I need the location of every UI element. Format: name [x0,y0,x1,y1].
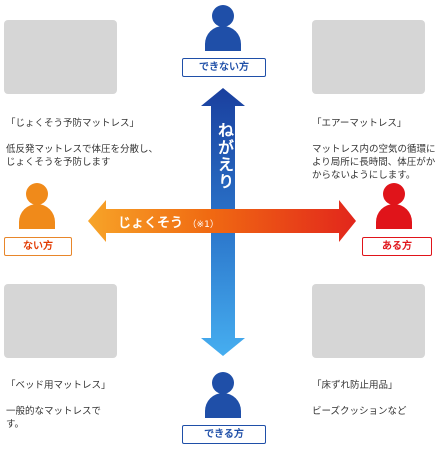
horizontal-axis-label-text: じょくそう [118,216,184,231]
bottom-right-text: ビーズクッションなど [312,406,407,417]
top-right-description: 「エアーマットレス」 マットレス内の空気の循環に より局所に長時間、体圧がか か… [312,104,446,195]
top-right-title: 「エアーマットレス」 [312,118,407,129]
bottom-left-description: 「ベッド用マットレス」 一般的なマットレスで す。 [6,366,166,444]
top-left-description: 「じょくそう予防マットレス」 低反発マットレスで体圧を分散し、 じょくそうを予防… [6,104,184,182]
top-right-text: マットレス内の空気の循環に より局所に長時間、体圧がか からないようにします。 [312,144,436,181]
left-label: ない方 [4,237,72,256]
top-right-image [312,20,425,94]
bottom-person-icon [199,372,247,418]
right-person-icon [370,183,418,229]
bottom-right-title: 「床ずれ防止用品」 [312,380,398,391]
top-left-title: 「じょくそう予防マットレス」 [6,118,140,129]
horizontal-axis-arrow [88,200,356,242]
top-left-image [4,20,117,94]
top-label: できない方 [182,58,266,77]
horizontal-axis-note: （※1） [187,220,219,230]
top-left-text: 低反発マットレスで体圧を分散し、 じょくそうを予防します [6,144,159,168]
left-person-icon [13,183,61,229]
bottom-left-text: 一般的なマットレスで す。 [6,406,102,430]
vertical-axis-label: ねがえり [215,122,234,190]
bottom-right-description: 「床ずれ防止用品」 ビーズクッションなど [312,366,446,431]
top-person-icon [199,5,247,51]
bottom-label: できる方 [182,425,266,444]
bottom-left-image [4,284,117,358]
horizontal-axis-label: じょくそう （※1） [118,212,219,231]
bottom-left-title: 「ベッド用マットレス」 [6,380,111,391]
right-label: ある方 [362,237,432,256]
bottom-right-image [312,284,425,358]
